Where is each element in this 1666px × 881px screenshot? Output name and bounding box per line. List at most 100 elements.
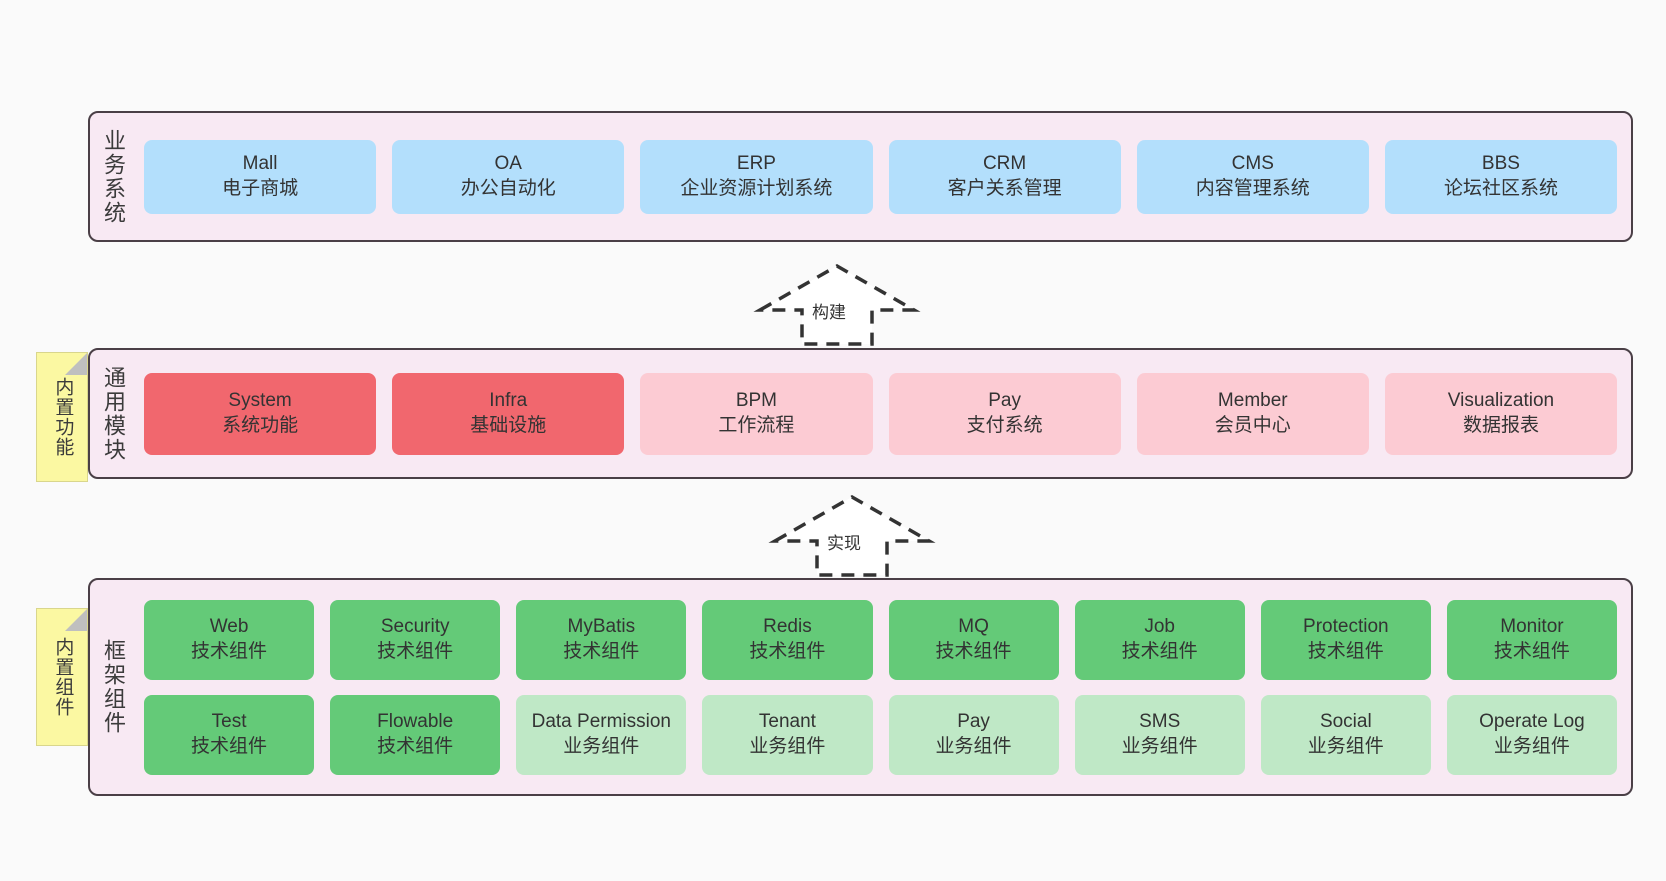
card-title: Monitor	[1500, 616, 1564, 638]
card-subtitle: 技术组件	[191, 735, 268, 757]
layer-business-systems: 业务系统 Mall 电子商城 OA 办公自动化 ERP 企业资源计划系统 CRM	[88, 111, 1633, 242]
layer-title-common-modules: 通用模块	[100, 365, 126, 462]
card-subtitle: 技术组件	[563, 640, 640, 662]
card-subtitle: 业务组件	[1121, 735, 1198, 757]
card-subtitle: 工作流程	[718, 414, 795, 436]
card-subtitle: 技术组件	[749, 640, 826, 662]
card-subtitle: 系统功能	[222, 414, 299, 436]
card-title: Pay	[988, 390, 1021, 412]
card-member[interactable]: Member 会员中心	[1136, 372, 1369, 455]
common-modules-row: System 系统功能 Infra 基础设施 BPM 工作流程 Pay 支付系统…	[144, 372, 1618, 455]
card-subtitle: 基础设施	[470, 414, 547, 436]
sticky-note-builtin-components: 内置组件	[36, 608, 88, 746]
card-title: BPM	[735, 390, 778, 412]
card-monitor[interactable]: Monitor 技术组件	[1446, 599, 1617, 680]
card-title: Security	[380, 616, 450, 638]
card-pay-component[interactable]: Pay 业务组件	[888, 694, 1059, 775]
layer-title-business-systems: 业务系统	[100, 128, 126, 225]
layer-common-modules: 通用模块 System 系统功能 Infra 基础设施 BPM 工作流程 Pay	[88, 348, 1633, 479]
card-title: CRM	[982, 153, 1027, 175]
card-subtitle: 业务组件	[1307, 735, 1384, 757]
card-system[interactable]: System 系统功能	[144, 372, 377, 455]
sticky-note-builtin-features: 内置功能	[36, 352, 88, 482]
card-crm[interactable]: CRM 客户关系管理	[888, 139, 1121, 214]
card-operate-log[interactable]: Operate Log 业务组件	[1446, 694, 1617, 775]
business-systems-row: Mall 电子商城 OA 办公自动化 ERP 企业资源计划系统 CRM 客户关系…	[144, 139, 1618, 214]
card-subtitle: 技术组件	[935, 640, 1012, 662]
card-bbs[interactable]: BBS 论坛社区系统	[1384, 139, 1618, 214]
card-protection[interactable]: Protection 技术组件	[1260, 599, 1431, 680]
card-title: System	[228, 390, 292, 412]
card-security[interactable]: Security 技术组件	[330, 599, 501, 680]
card-title: Flowable	[377, 711, 454, 733]
card-subtitle: 论坛社区系统	[1443, 177, 1558, 199]
card-oa[interactable]: OA 办公自动化	[392, 139, 625, 214]
card-title: Protection	[1303, 616, 1389, 638]
card-title: MyBatis	[567, 616, 636, 638]
card-mybatis[interactable]: MyBatis 技术组件	[516, 599, 687, 680]
card-tenant[interactable]: Tenant 业务组件	[702, 694, 873, 775]
card-subtitle: 技术组件	[191, 640, 268, 662]
card-infra[interactable]: Infra 基础设施	[392, 372, 625, 455]
card-subtitle: 客户关系管理	[947, 177, 1062, 199]
card-erp[interactable]: ERP 企业资源计划系统	[640, 139, 873, 214]
card-subtitle: 技术组件	[377, 735, 454, 757]
card-title: SMS	[1139, 711, 1181, 733]
card-title: Redis	[763, 616, 812, 638]
card-subtitle: 业务组件	[749, 735, 826, 757]
card-bpm[interactable]: BPM 工作流程	[640, 372, 873, 455]
card-subtitle: 业务组件	[1493, 735, 1570, 757]
arrow-implement-label: 实现	[827, 534, 861, 553]
card-mq[interactable]: MQ 技术组件	[888, 599, 1059, 680]
card-subtitle: 技术组件	[1307, 640, 1384, 662]
layer-body-common-modules: System 系统功能 Infra 基础设施 BPM 工作流程 Pay 支付系统…	[136, 350, 1631, 477]
card-subtitle: 电子商城	[222, 177, 299, 199]
card-subtitle: 业务组件	[935, 735, 1012, 757]
layer-framework-components: 框架组件 Web 技术组件 Security 技术组件 MyBatis 技术组件…	[88, 578, 1633, 796]
card-subtitle: 会员中心	[1214, 414, 1291, 436]
card-web[interactable]: Web 技术组件	[144, 599, 315, 680]
card-data-permission[interactable]: Data Permission 业务组件	[516, 694, 687, 775]
card-title: BBS	[1481, 153, 1520, 175]
card-title: Web	[209, 616, 249, 638]
card-subtitle: 业务组件	[563, 735, 640, 757]
arrow-build-icon	[753, 263, 921, 346]
card-title: Infra	[489, 390, 528, 412]
card-title: Operate Log	[1479, 711, 1585, 733]
card-test[interactable]: Test 技术组件	[144, 694, 315, 775]
card-title: Social	[1319, 711, 1372, 733]
card-pay-module[interactable]: Pay 支付系统	[888, 372, 1121, 455]
card-flowable[interactable]: Flowable 技术组件	[330, 694, 501, 775]
framework-business-row: Test 技术组件 Flowable 技术组件 Data Permission …	[144, 694, 1617, 775]
layer-body-framework-components: Web 技术组件 Security 技术组件 MyBatis 技术组件 Redi…	[136, 580, 1631, 794]
card-cms[interactable]: CMS 内容管理系统	[1136, 139, 1369, 214]
card-title: CMS	[1231, 153, 1274, 175]
card-title: OA	[494, 153, 522, 175]
sticky-note-label: 内置组件	[52, 637, 74, 717]
card-title: Visualization	[1447, 390, 1555, 412]
card-title: Test	[211, 711, 247, 733]
card-title: ERP	[736, 153, 776, 175]
card-title: Data Permission	[531, 711, 671, 733]
card-title: Pay	[957, 711, 990, 733]
card-redis[interactable]: Redis 技术组件	[702, 599, 873, 680]
arrow-implement-icon	[768, 494, 936, 577]
card-sms[interactable]: SMS 业务组件	[1074, 694, 1245, 775]
card-title: Mall	[242, 153, 278, 175]
card-subtitle: 支付系统	[966, 414, 1043, 436]
card-title: Member	[1217, 390, 1288, 412]
card-job[interactable]: Job 技术组件	[1074, 599, 1245, 680]
card-title: MQ	[958, 616, 989, 638]
card-subtitle: 企业资源计划系统	[680, 177, 833, 199]
arrow-build-label: 构建	[812, 303, 846, 322]
card-mall[interactable]: Mall 电子商城	[144, 139, 377, 214]
card-title: Job	[1144, 616, 1175, 638]
arrow-implement: 实现	[767, 489, 937, 579]
sticky-note-label: 内置功能	[52, 377, 74, 457]
card-visualization[interactable]: Visualization 数据报表	[1384, 372, 1618, 455]
card-subtitle: 技术组件	[1493, 640, 1570, 662]
card-title: Tenant	[758, 711, 816, 733]
card-subtitle: 内容管理系统	[1195, 177, 1310, 199]
card-social[interactable]: Social 业务组件	[1260, 694, 1431, 775]
